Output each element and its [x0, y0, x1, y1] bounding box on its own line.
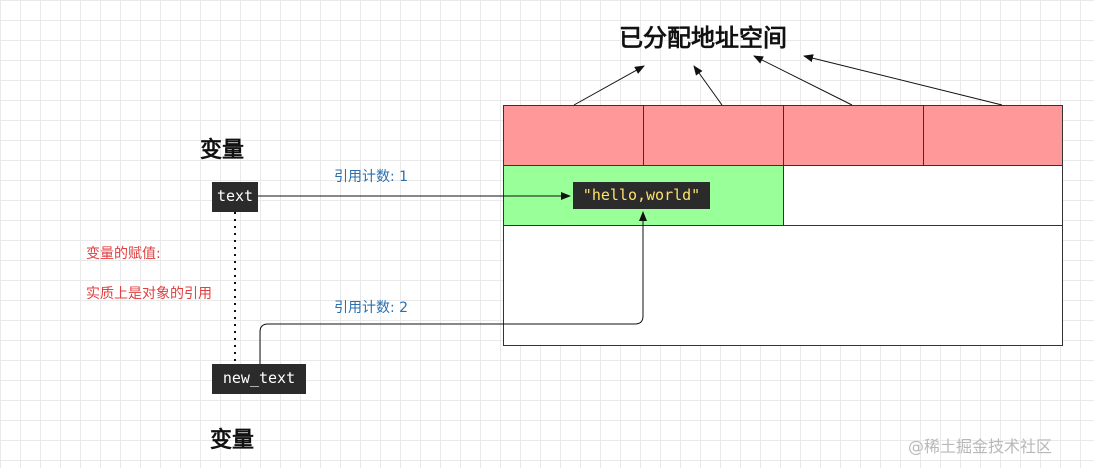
allocated-cell-3 — [783, 105, 924, 166]
reference-count-label-1: 引用计数: 1 — [334, 169, 409, 185]
title-arrow-2 — [693, 65, 723, 106]
variable-heading-bottom: 变量 — [210, 428, 255, 453]
reference-count-label-2: 引用计数: 2 — [334, 300, 409, 316]
text-variable-box: text — [212, 182, 258, 212]
allocated-cell-1 — [503, 105, 644, 166]
allocated-cell-4 — [923, 105, 1063, 166]
free-region — [503, 225, 1063, 346]
free-cell — [783, 165, 1063, 226]
new-text-reference-arrow — [259, 211, 647, 364]
new-text-variable-box: new_text — [212, 364, 306, 394]
assignment-note-line-2: 实质上是对象的引用 — [86, 286, 212, 302]
assignment-note-line-1: 变量的赋值: — [86, 246, 161, 262]
diagram-title: 已分配地址空间 — [619, 24, 787, 52]
allocated-cell-2 — [643, 105, 784, 166]
title-arrow-3 — [753, 55, 853, 106]
title-arrow-1 — [573, 65, 645, 106]
title-arrow-4 — [803, 54, 1003, 106]
variable-heading-top: 变量 — [200, 138, 245, 163]
memory-value-box: "hello,world" — [573, 182, 710, 209]
watermark-text: @稀土掘金技术社区 — [908, 437, 1053, 456]
